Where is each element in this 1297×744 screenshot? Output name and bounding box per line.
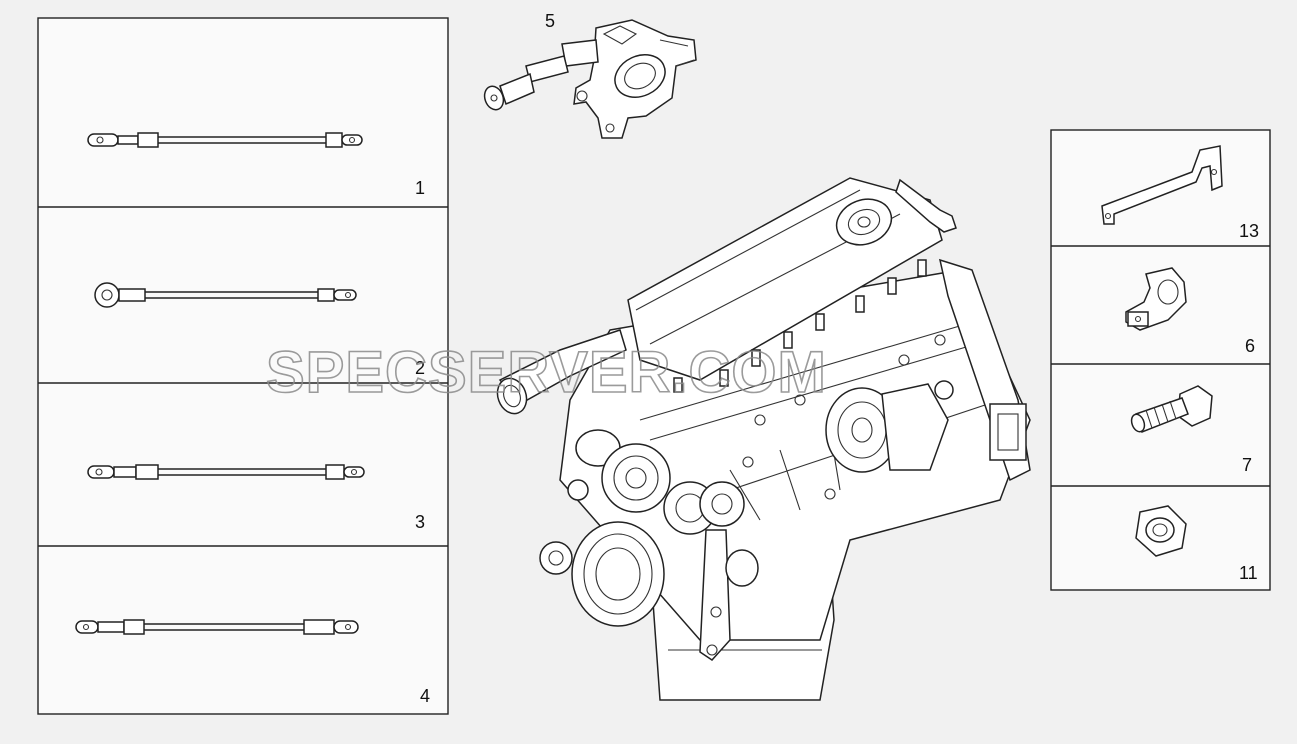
- part-label-6: 6: [1245, 336, 1255, 356]
- part-label-3: 3: [415, 512, 425, 532]
- part-label-2: 2: [415, 358, 425, 378]
- engine-assembly: [496, 177, 1031, 701]
- bracket-13[interactable]: [1101, 145, 1223, 225]
- sensor-bracket-5[interactable]: [481, 19, 697, 139]
- nut-11[interactable]: [1135, 505, 1187, 557]
- part-label-1: 1: [415, 178, 425, 198]
- small-parts-panel-group: 13 6 7 11: [1050, 129, 1271, 591]
- part-label-5: 5: [545, 11, 555, 31]
- cable-panel-group: 1 2 3: [37, 17, 449, 715]
- part-label-11: 11: [1239, 563, 1258, 583]
- ground-cable-1[interactable]: [87, 132, 363, 148]
- part-label-13: 13: [1239, 221, 1259, 241]
- front-accessories: [539, 429, 759, 661]
- part-label-4: 4: [420, 686, 430, 706]
- valve-studs: [673, 259, 927, 393]
- bolt-7[interactable]: [1129, 385, 1213, 434]
- ground-cable-4[interactable]: [75, 619, 359, 635]
- ground-cable-2[interactable]: [94, 282, 357, 308]
- turbocharger: [825, 383, 949, 473]
- ground-cable-3[interactable]: [87, 464, 365, 480]
- part-label-7: 7: [1242, 455, 1252, 475]
- watermark-text: SPECSERVER.COM: [266, 340, 827, 405]
- clamp-6[interactable]: [1125, 267, 1187, 331]
